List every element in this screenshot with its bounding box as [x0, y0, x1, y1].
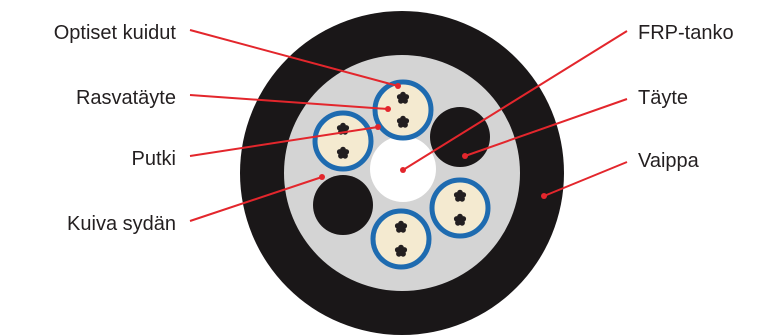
leader-tube: [189, 126, 379, 157]
filler-bottom-left: [313, 175, 373, 235]
leader-dot-sheath: [541, 193, 547, 199]
leader-dot-grease-filling: [385, 106, 391, 112]
leader-frp-rod: [402, 30, 628, 171]
label-dry-core: Kuiva sydän: [67, 213, 176, 235]
leader-dot-frp-rod: [400, 167, 406, 173]
leader-filler: [464, 98, 628, 157]
loose-tube-1: [372, 79, 434, 141]
label-sheath: Vaippa: [638, 150, 700, 172]
leader-dot-tube: [375, 124, 381, 130]
leader-dry-core: [189, 176, 323, 222]
loose-tube-4: [370, 208, 432, 270]
label-filler: Täyte: [638, 87, 688, 109]
leader-dot-filler: [462, 153, 468, 159]
loose-tube-2: [312, 110, 374, 172]
leader-dot-optical-fibers: [395, 83, 401, 89]
leader-dot-dry-core: [319, 174, 325, 180]
loose-tube-3: [429, 177, 491, 239]
label-optical-fibers: Optiset kuidut: [54, 22, 177, 44]
leader-grease-filling: [189, 94, 389, 110]
leader-sheath: [543, 161, 628, 197]
label-tube: Putki: [132, 148, 176, 170]
leader-optical-fibers: [189, 29, 399, 87]
filler-top-right: [430, 107, 490, 167]
label-frp-rod: FRP-tanko: [638, 22, 734, 44]
label-grease-filling: Rasvatäyte: [76, 87, 176, 109]
